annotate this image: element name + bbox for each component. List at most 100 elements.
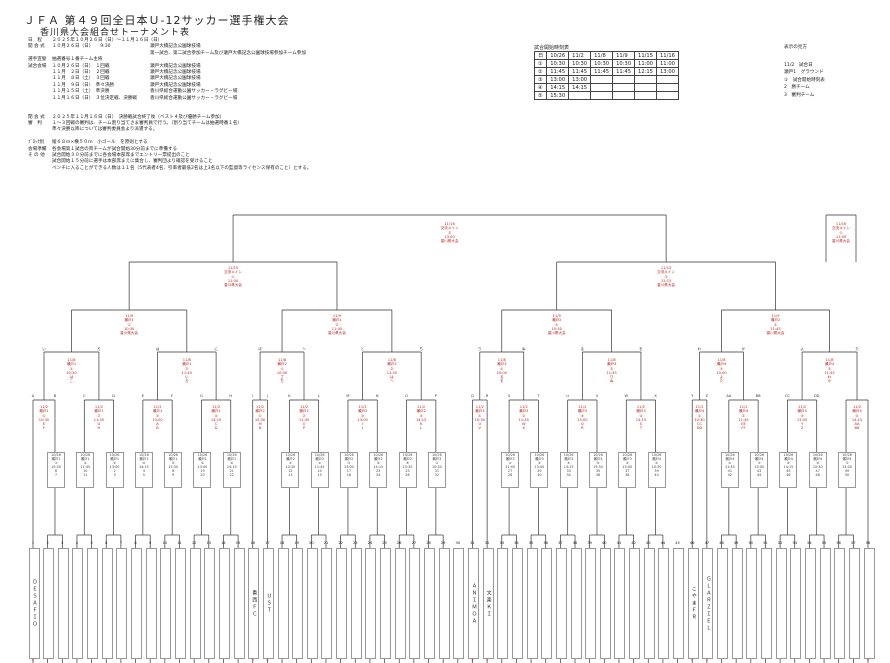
r1-match-text: 28 [507, 473, 513, 477]
r1-match-text: 10:30 [651, 465, 662, 469]
r1-match-text: 瀬戸4 [754, 457, 764, 461]
r1-match-text: 30 [537, 473, 542, 477]
r1-match-text: 瀬戸2 [373, 457, 383, 461]
team-name-slot [145, 548, 157, 659]
team-name-slot [614, 548, 626, 659]
team-name-slot [541, 548, 553, 659]
r1-match-text: 瀬戸3 [505, 457, 515, 461]
r1-match-text: 11:45 [724, 465, 735, 469]
legend-line: 瀬戸1 グラウンド [784, 70, 824, 76]
r1-match-text: 41 [727, 469, 732, 473]
r2-node-text: 11/2 [39, 405, 49, 409]
schedule-cell [655, 91, 679, 100]
team-name-slot: こやまＦＲ [687, 548, 699, 659]
r1-match-text: 10/26 [51, 453, 61, 457]
team-number: 33 [499, 541, 505, 545]
team-name-slot [511, 548, 523, 659]
r1-match-text: 21 [229, 469, 234, 473]
sf-node-text: ② [664, 274, 668, 279]
r2-node-text: 11/2 [578, 405, 587, 409]
r1-match-text: 10/26 [754, 453, 765, 457]
r1-match-text: 10/26 [783, 453, 794, 457]
r2-node-text: 13:00 [796, 417, 808, 422]
r2-node-text: R [581, 426, 584, 431]
r2-letter: O [405, 394, 408, 398]
r1-match-text: 13:00 [842, 465, 852, 469]
team-name-slot [746, 548, 758, 659]
team-name-slot [643, 548, 655, 659]
r2-node-text: 11:45 [738, 417, 749, 422]
r2-node-text: 11/2 [798, 405, 807, 409]
team-number: 35 [528, 541, 534, 545]
r2-letter: A [31, 394, 35, 398]
r2-node-text: 14:15 [210, 417, 222, 422]
team-number: 36 [543, 541, 548, 545]
r2-node-text: 11/2 [739, 405, 748, 409]
r3-node-text: 瀬戸1 [182, 362, 192, 367]
r2-node-text: 11:45 [518, 417, 529, 422]
r1-match-text: 瀬戸2 [285, 457, 295, 461]
info-v: ２０２５年１０月２６日（日）～１１月１６日（日） [52, 38, 163, 43]
r3-node-text: ろ [185, 379, 189, 384]
r2-node-text: ① [697, 413, 702, 418]
r1-match-text: 22 [229, 473, 234, 477]
team-name-slot [717, 548, 728, 659]
r2-node-text: U [478, 422, 482, 427]
info-v: 縦６８ｍ×横５０ｍ 小ゴール を原則とする [52, 140, 148, 146]
r1-match-text: ④ [567, 461, 571, 465]
r3-node-text: ② [390, 366, 394, 371]
r2-node-text: 11/2 [519, 405, 528, 409]
qf-node-text: 10:30 [123, 326, 135, 331]
info-v2: 瀬戸大橋記念公園球技場 [150, 76, 201, 82]
info-v: 準々決勝以降については審判委員会より派遣する。 [52, 127, 158, 133]
r2-node-text: 13:00 [357, 417, 368, 422]
team-number: 51 [763, 541, 768, 545]
r2-letter: P [434, 394, 437, 398]
r2-node-text: 11/2 [475, 405, 484, 409]
r1-match-text: 10/26 [344, 453, 354, 457]
r1-match-text: 37 [625, 469, 630, 473]
team-number: 20 [309, 541, 314, 545]
r1-match-text: 18 [346, 473, 352, 477]
r1-match-text: 33 [566, 469, 571, 473]
seed-mark: ＊ [250, 658, 255, 662]
team-name-slot [790, 548, 802, 659]
r2-node-text: ② [741, 413, 746, 418]
r2-node-text: B [156, 426, 159, 431]
team-number: 44 [660, 541, 666, 545]
team-number: 52 [777, 541, 783, 545]
qf-node-text: 香川県大会 [766, 331, 785, 336]
info-v: 各会場第１試合の両チームが試合開始30分前までに準備する [52, 146, 178, 152]
schedule-cell [634, 91, 657, 100]
qf-node-text: 11/9 [332, 314, 341, 318]
r2-node-text: J [362, 426, 364, 431]
info-v: １～３回戦の審判は、チーム割り当てさま審判員で行う。（割り当てチームは抽選時番１… [52, 121, 243, 127]
team-name-slot [570, 548, 582, 659]
team-number: 34 [514, 541, 519, 545]
qf-node-text: ② [773, 322, 778, 327]
r2-letter: I [252, 394, 254, 398]
team-number: 39 [587, 541, 592, 545]
schedule-cell [612, 91, 636, 100]
r3-node-text: 11:45 [824, 370, 835, 375]
third-place-node-text: 11:00 [835, 234, 847, 239]
r3-node-text: 11/8 [607, 358, 616, 362]
r3-letter: を [639, 347, 643, 351]
r3-node-text: 11/8 [497, 358, 506, 362]
r2-letter: BB [755, 394, 761, 398]
